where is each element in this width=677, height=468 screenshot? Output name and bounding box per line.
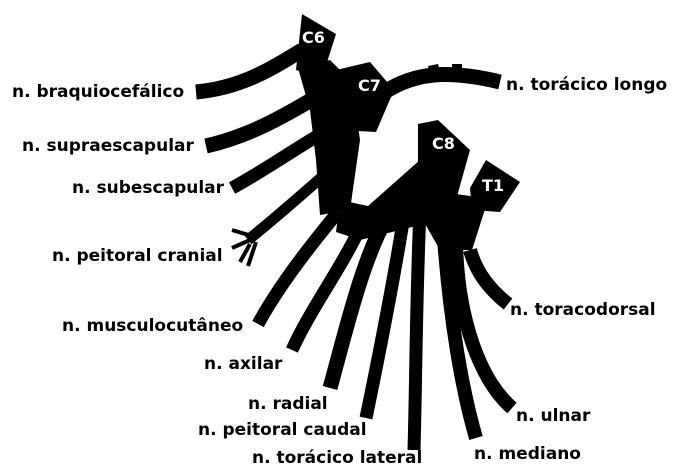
toracico-longo-tick-2 — [452, 64, 462, 72]
label-ulnar: n. ulnar — [516, 408, 590, 425]
label-musculocutaneo: n. musculocutâneo — [62, 318, 243, 335]
label-toracodorsal: n. toracodorsal — [510, 302, 656, 319]
nerve-toracico-longo — [374, 75, 500, 100]
label-supraescapular: n. supraescapular — [22, 138, 194, 155]
label-radial: n. radial — [248, 396, 328, 413]
root-label-t1: T1 — [482, 178, 504, 194]
label-toracico-lateral: n. torácico lateral — [252, 450, 422, 467]
root-label-c6: C6 — [302, 30, 325, 46]
label-peitoral-cranial: n. peitoral cranial — [52, 248, 223, 265]
nerve-toracodorsal — [470, 250, 508, 304]
nerve-toracico-lateral — [414, 210, 420, 450]
label-toracico-longo: n. torácico longo — [506, 77, 667, 94]
root-label-c8: C8 — [432, 136, 455, 152]
label-braquiocefalico: n. braquiocefálico — [12, 84, 184, 101]
label-subescapular: n. subescapular — [72, 180, 224, 197]
label-mediano: n. mediano — [474, 446, 581, 463]
root-label-c7: C7 — [358, 78, 381, 94]
label-axilar: n. axilar — [204, 356, 282, 373]
nerve-braquiocefalico — [196, 50, 302, 92]
label-peitoral-caudal: n. peitoral caudal — [198, 422, 367, 439]
